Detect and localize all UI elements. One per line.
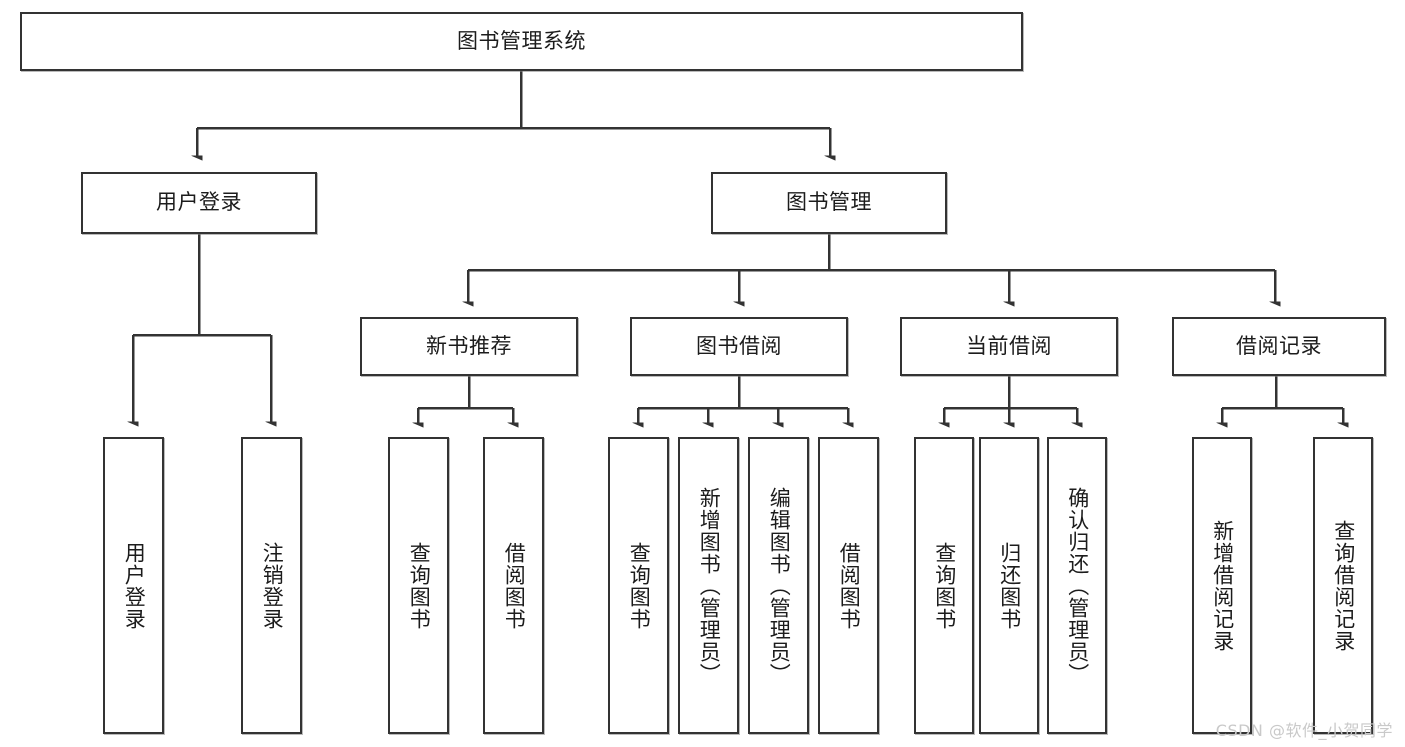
leaf-query-book-1[interactable]: 查询图书 [388, 437, 449, 734]
node-book-borrow-label: 图书借阅 [696, 333, 782, 358]
leaf-return-book-label: 归还图书 [997, 541, 1022, 630]
leaf-confirm-return-admin-label: 确认归还（管理员） [1065, 486, 1090, 685]
leaf-query-book-3-label: 查询图书 [932, 541, 957, 630]
node-borrow-record[interactable]: 借阅记录 [1172, 317, 1386, 376]
leaf-confirm-return-admin[interactable]: 确认归还（管理员） [1047, 437, 1107, 734]
node-user-login[interactable]: 用户登录 [81, 172, 317, 234]
csdn-watermark: CSDN @软件_小贺同学 [1215, 721, 1393, 740]
node-new-book-recommendation-label: 新书推荐 [426, 333, 512, 358]
node-book-manage-label: 图书管理 [786, 190, 872, 215]
leaf-borrow-book-1-label: 借阅图书 [502, 541, 527, 630]
leaf-add-book-admin-label: 新增图书（管理员） [697, 486, 722, 685]
node-root[interactable]: 图书管理系统 [20, 12, 1023, 71]
leaf-logout-login-label: 注销登录 [260, 541, 285, 630]
leaf-add-borrow-record-label: 新增借阅记录 [1210, 519, 1235, 652]
leaf-add-book-admin[interactable]: 新增图书（管理员） [678, 437, 739, 734]
leaf-return-book[interactable]: 归还图书 [979, 437, 1039, 734]
leaf-borrow-book-1[interactable]: 借阅图书 [483, 437, 544, 734]
leaf-edit-book-admin-label: 编辑图书（管理员） [767, 486, 792, 685]
node-current-borrow-label: 当前借阅 [966, 333, 1052, 358]
node-user-login-label: 用户登录 [156, 190, 242, 215]
leaf-edit-book-admin[interactable]: 编辑图书（管理员） [748, 437, 809, 734]
node-new-book-recommendation[interactable]: 新书推荐 [360, 317, 578, 376]
node-book-borrow[interactable]: 图书借阅 [630, 317, 848, 376]
node-root-label: 图书管理系统 [457, 28, 586, 53]
leaf-logout-login[interactable]: 注销登录 [241, 437, 302, 734]
leaf-user-login-label: 用户登录 [122, 541, 147, 630]
leaf-borrow-book-2-label: 借阅图书 [837, 541, 862, 630]
leaf-add-borrow-record[interactable]: 新增借阅记录 [1192, 437, 1252, 734]
leaf-user-login[interactable]: 用户登录 [103, 437, 164, 734]
node-book-manage[interactable]: 图书管理 [711, 172, 947, 234]
leaf-query-book-2-label: 查询图书 [627, 541, 652, 630]
leaf-query-book-3[interactable]: 查询图书 [914, 437, 974, 734]
leaf-query-book-2[interactable]: 查询图书 [608, 437, 669, 734]
leaf-borrow-book-2[interactable]: 借阅图书 [818, 437, 879, 734]
node-borrow-record-label: 借阅记录 [1236, 333, 1322, 358]
leaf-query-book-1-label: 查询图书 [407, 541, 432, 630]
leaf-query-borrow-record[interactable]: 查询借阅记录 [1313, 437, 1373, 734]
node-current-borrow[interactable]: 当前借阅 [900, 317, 1118, 376]
leaf-query-borrow-record-label: 查询借阅记录 [1331, 519, 1356, 652]
